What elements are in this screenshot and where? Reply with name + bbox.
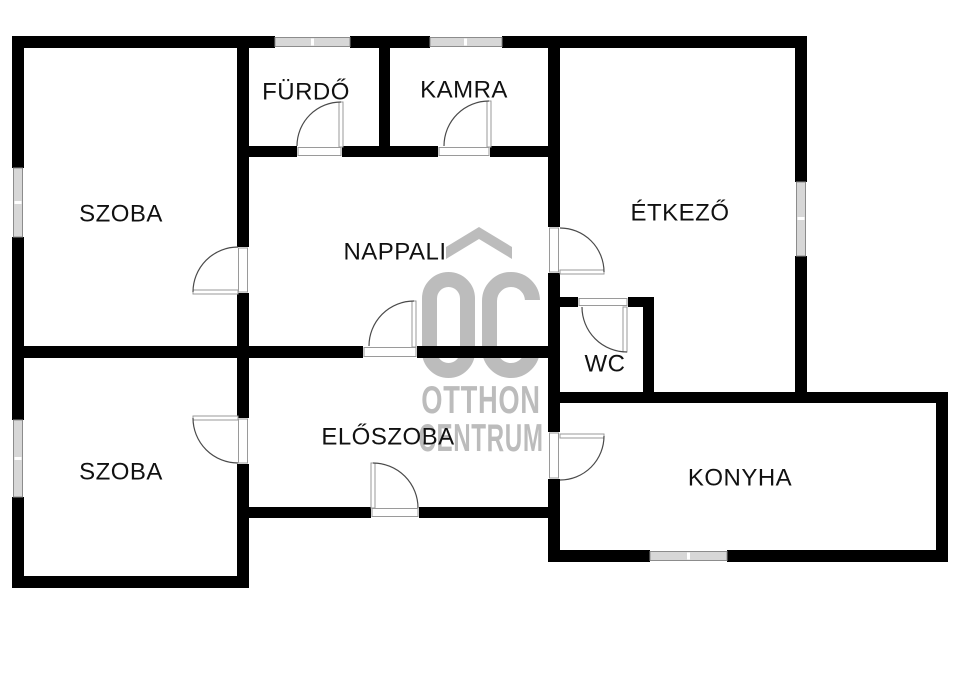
wall-segment bbox=[936, 392, 948, 562]
wall-segment bbox=[548, 297, 578, 307]
wall-segment bbox=[379, 36, 390, 157]
wall-segment bbox=[490, 146, 560, 157]
room-label-eloszoba: ELŐSZOBA bbox=[321, 424, 454, 451]
room-label-wc: WC bbox=[585, 351, 626, 378]
room-labels: SZOBA FÜRDŐ KAMRA NAPPALI ÉTKEZŐ WC SZOB… bbox=[79, 77, 792, 492]
door-kamra bbox=[438, 100, 492, 156]
wall-segment bbox=[12, 346, 363, 358]
oc-letter-c-gap bbox=[523, 300, 543, 350]
wall-segment bbox=[237, 464, 249, 588]
wall-segment bbox=[237, 146, 297, 157]
wall-segment bbox=[419, 507, 560, 518]
room-label-szoba-top: SZOBA bbox=[79, 201, 163, 228]
window-symbol bbox=[649, 551, 728, 561]
room-label-furdo: FÜRDŐ bbox=[262, 79, 350, 106]
door-swing-arc bbox=[443, 100, 490, 147]
door-konyha bbox=[549, 432, 605, 479]
window-symbol bbox=[429, 37, 503, 47]
wall-segment bbox=[548, 36, 560, 227]
room-label-nappali: NAPPALI bbox=[343, 239, 446, 266]
wall-segment bbox=[502, 36, 807, 48]
door-swing-arc bbox=[368, 300, 415, 347]
wall-segment bbox=[548, 392, 948, 403]
wall-segment bbox=[548, 273, 560, 432]
door-swing-arc bbox=[559, 227, 605, 273]
wall-segment bbox=[12, 36, 275, 48]
windows bbox=[13, 37, 806, 561]
watermark-logo: OTTHON CENTRUM bbox=[418, 227, 543, 459]
window-symbol bbox=[13, 419, 23, 498]
wall-segment bbox=[237, 36, 249, 247]
window-symbol bbox=[13, 167, 23, 238]
door-szoba-bottom bbox=[192, 415, 248, 464]
watermark-line2: CENTRUM bbox=[418, 416, 543, 459]
door-swing-arc bbox=[581, 306, 628, 353]
wall-segment bbox=[727, 550, 948, 562]
wall-segment bbox=[237, 507, 371, 518]
doors bbox=[192, 100, 628, 517]
door-swing-arc bbox=[296, 101, 342, 147]
door-swing-arc bbox=[192, 246, 239, 293]
wall-segment bbox=[417, 346, 560, 358]
door-swing-arc bbox=[559, 435, 605, 481]
window-symbol bbox=[796, 181, 806, 257]
door-szoba-top bbox=[192, 247, 248, 295]
room-label-konyha: KONYHA bbox=[688, 465, 792, 492]
wall-segment bbox=[548, 550, 650, 562]
walls bbox=[12, 36, 948, 588]
wall-segment bbox=[643, 297, 654, 403]
oc-letter-o bbox=[422, 272, 475, 378]
room-label-etkezo: ÉTKEZŐ bbox=[630, 200, 729, 227]
wall-segment bbox=[12, 36, 24, 168]
door-swing-arc bbox=[372, 462, 419, 509]
door-furdo bbox=[297, 101, 344, 156]
wall-segment bbox=[548, 479, 560, 562]
wall-segment bbox=[12, 237, 24, 420]
window-symbol bbox=[274, 37, 351, 47]
room-label-szoba-bottom: SZOBA bbox=[79, 459, 163, 486]
wall-segment bbox=[795, 36, 807, 182]
door-eloszoba-exit bbox=[370, 462, 419, 517]
room-label-kamra: KAMRA bbox=[420, 77, 508, 104]
wall-segment bbox=[237, 293, 249, 418]
wall-segment bbox=[795, 256, 807, 403]
wall-segment bbox=[12, 576, 249, 588]
wall-segment bbox=[628, 297, 654, 307]
watermark-line1: OTTHON bbox=[421, 379, 540, 422]
door-arcs bbox=[192, 100, 628, 509]
door-swing-arc bbox=[192, 417, 239, 464]
door-etkezo bbox=[549, 227, 605, 275]
wall-segment bbox=[12, 497, 24, 588]
roof-chevron-icon bbox=[446, 227, 512, 259]
